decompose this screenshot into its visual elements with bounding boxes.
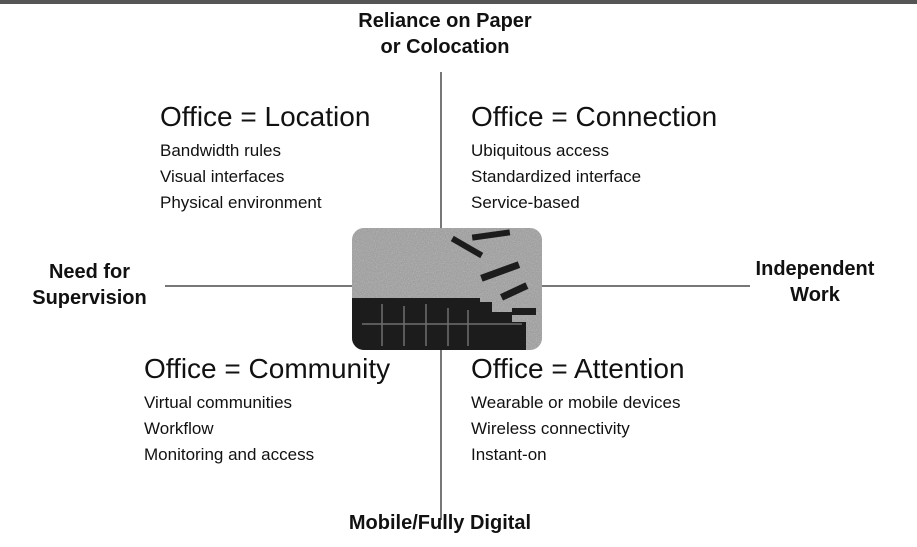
quadrant-item: Ubiquitous access bbox=[471, 141, 609, 160]
quadrant-item: Workflow bbox=[144, 419, 214, 438]
dark-bars bbox=[450, 229, 536, 315]
axis-label-left: Need for Supervision bbox=[2, 259, 177, 311]
quadrant-title: Office = Attention bbox=[471, 353, 685, 384]
quadrant-item: Wireless connectivity bbox=[471, 419, 630, 438]
quadrant-top-left: Office = Location Bandwidth rules Visual… bbox=[160, 100, 370, 216]
horizontal-axis-right-line bbox=[530, 285, 750, 287]
quadrant-item: Standardized interface bbox=[471, 167, 642, 186]
axis-label-top: Reliance on Paper or Colocation bbox=[330, 8, 560, 60]
quadrant-item: Physical environment bbox=[160, 193, 322, 212]
quadrant-item: Monitoring and access bbox=[144, 445, 315, 464]
axis-label-top-line2: or Colocation bbox=[380, 36, 510, 58]
top-border bbox=[0, 0, 917, 4]
axis-label-left-line1: Need for bbox=[48, 261, 131, 283]
quadrant-item: Wearable or mobile devices bbox=[471, 393, 681, 412]
quadrant-item: Service-based bbox=[471, 193, 580, 212]
axis-label-right-line1: Independent bbox=[755, 258, 875, 280]
quadrant-item: Bandwidth rules bbox=[160, 141, 281, 160]
axis-label-right-line2: Work bbox=[790, 284, 840, 306]
center-illustration bbox=[352, 228, 542, 350]
axis-label-bottom: Mobile/Fully Digital bbox=[348, 512, 532, 534]
horizontal-axis-left-line bbox=[165, 285, 365, 287]
quadrant-title: Office = Location bbox=[160, 101, 371, 132]
axis-label-left-line2: Supervision bbox=[32, 287, 147, 309]
quadrant-bottom-left: Office = Community Virtual communities W… bbox=[144, 352, 390, 468]
quadrant-title: Office = Community bbox=[144, 353, 391, 384]
block-gaps bbox=[362, 304, 522, 346]
axis-label-top-line1: Reliance on Paper bbox=[358, 10, 532, 32]
quadrant-title: Office = Connection bbox=[471, 101, 718, 132]
quadrant-item: Instant-on bbox=[471, 445, 547, 464]
quadrant-bottom-right: Office = Attention Wearable or mobile de… bbox=[471, 352, 685, 468]
quadrant-item: Visual interfaces bbox=[160, 167, 285, 186]
quadrant-top-right: Office = Connection Ubiquitous access St… bbox=[471, 100, 717, 216]
quadrant-item: Virtual communities bbox=[144, 393, 293, 412]
axis-label-right: Independent Work bbox=[720, 256, 910, 308]
